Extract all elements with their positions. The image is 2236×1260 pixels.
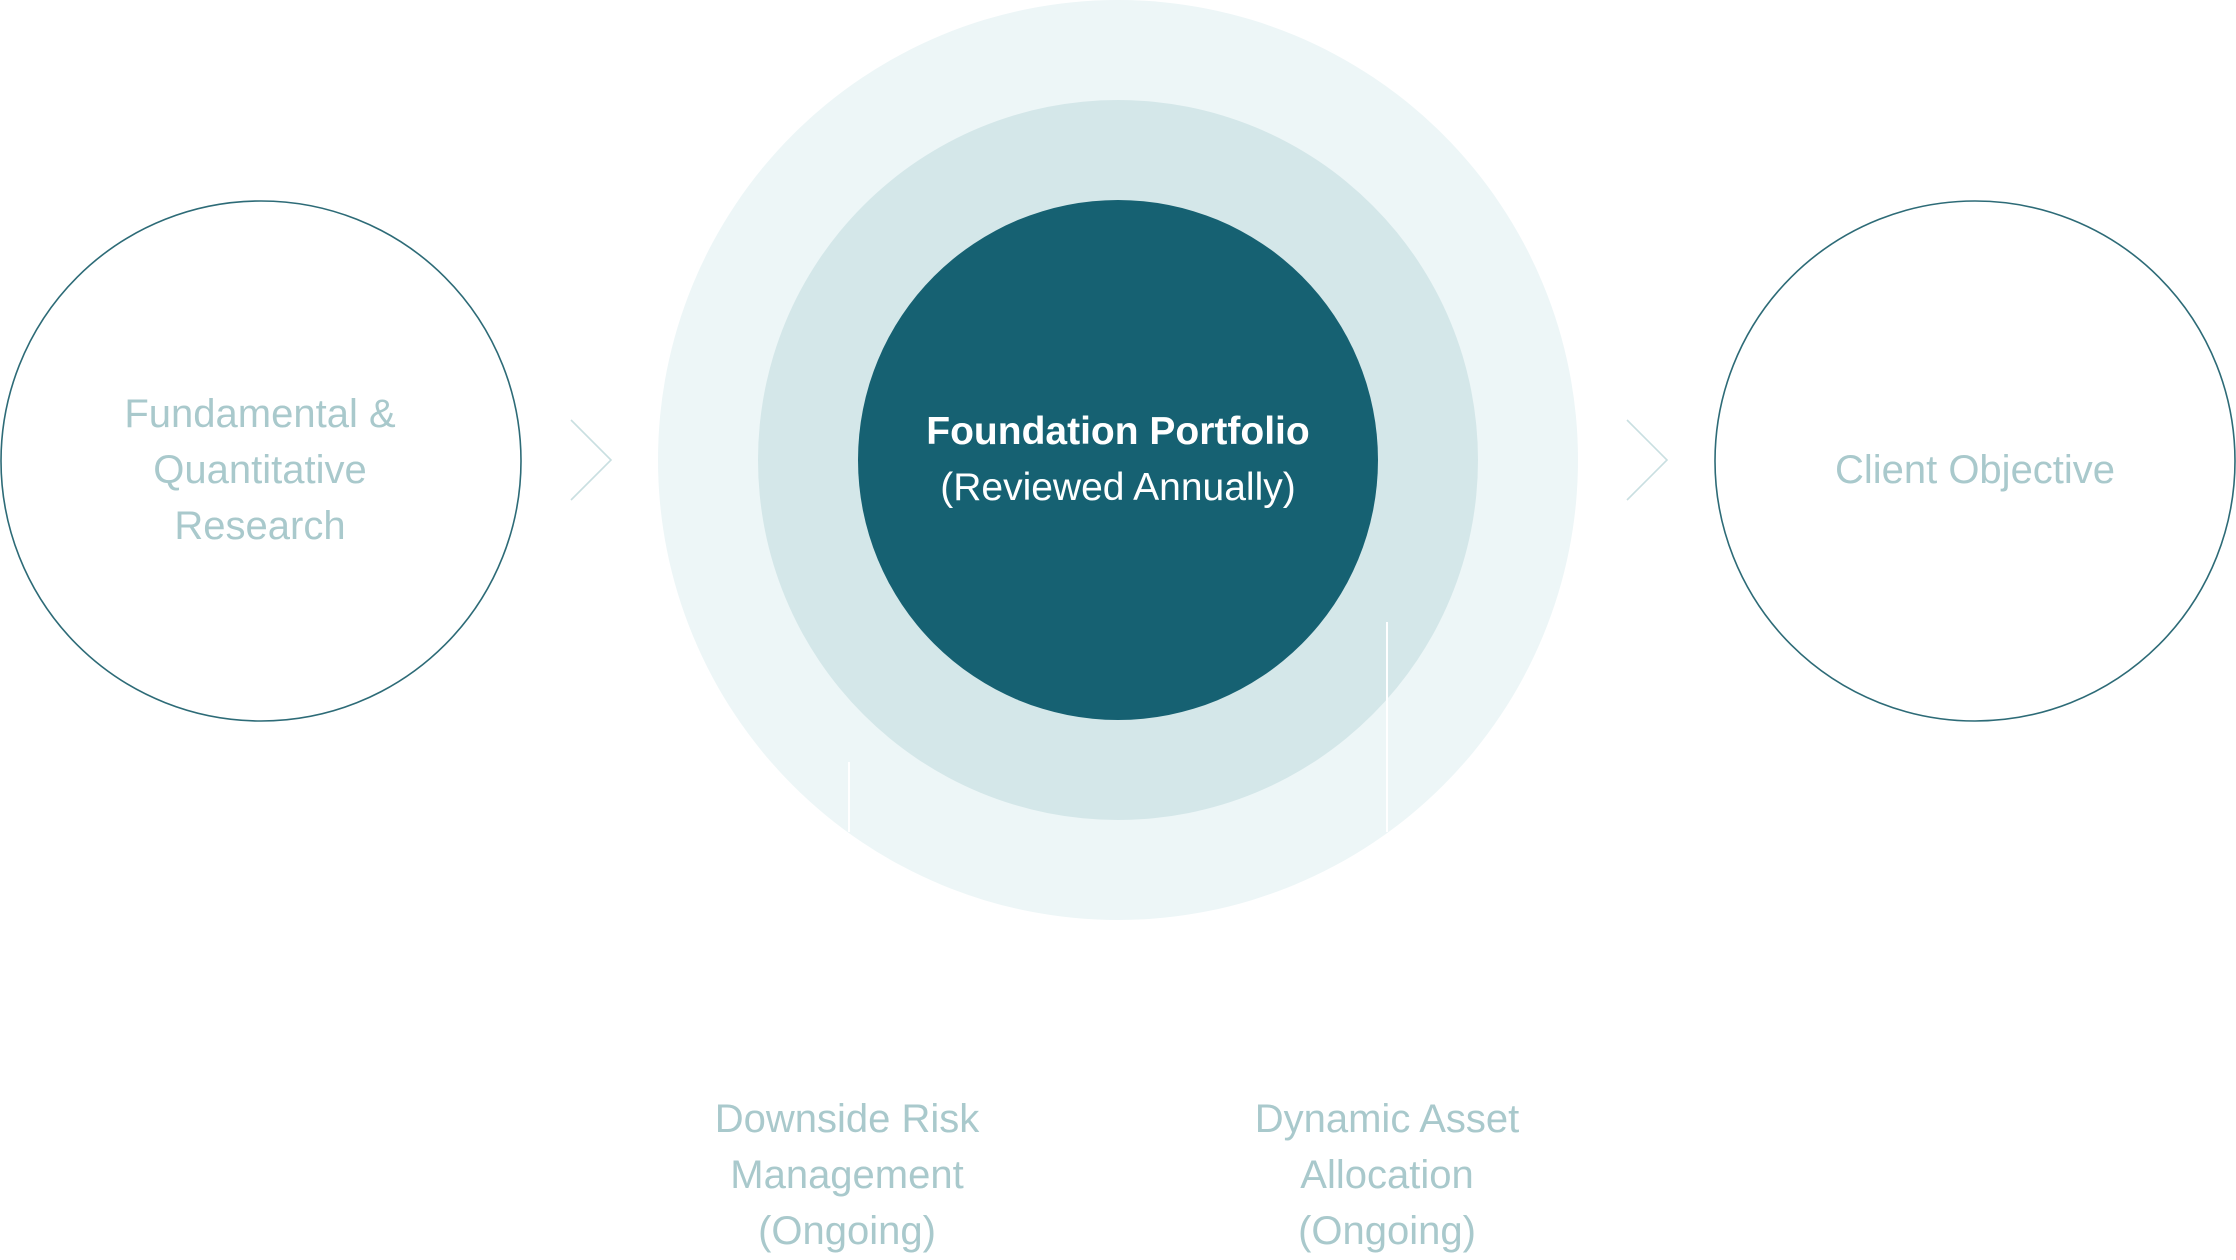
- risk-label: Downside Risk Management (Ongoing): [672, 1090, 1022, 1260]
- allocation-label-line: (Ongoing): [1298, 1209, 1476, 1253]
- client-circle: [1714, 200, 2236, 722]
- chevron-right-icon: [570, 419, 613, 501]
- allocation-label-line: Dynamic Asset: [1254, 1097, 1520, 1141]
- research-circle: [0, 200, 522, 722]
- allocation-label: Dynamic Asset Allocation (Ongoing): [1212, 1090, 1562, 1260]
- foundation-label: Foundation Portfolio (Reviewed Annually): [858, 400, 1378, 520]
- client-label-line: Client Objective: [1834, 448, 2116, 492]
- risk-label-line: Management: [730, 1153, 964, 1197]
- research-label-line: Quantitative: [153, 448, 367, 492]
- foundation-subtitle: (Reviewed Annually): [940, 466, 1296, 509]
- core-circle: [858, 200, 1378, 720]
- risk-label-line: Downside Risk: [714, 1097, 980, 1141]
- research-label: Fundamental & Quantitative Research: [60, 380, 460, 560]
- risk-label-line: (Ongoing): [758, 1209, 936, 1253]
- client-label: Client Objective: [1775, 430, 2175, 510]
- research-label-line: Research: [174, 504, 346, 548]
- foundation-title: Foundation Portfolio: [926, 410, 1310, 453]
- allocation-label-line: Allocation: [1300, 1153, 1474, 1197]
- research-label-line: Fundamental &: [124, 392, 396, 436]
- chevron-right-icon: [1626, 419, 1669, 501]
